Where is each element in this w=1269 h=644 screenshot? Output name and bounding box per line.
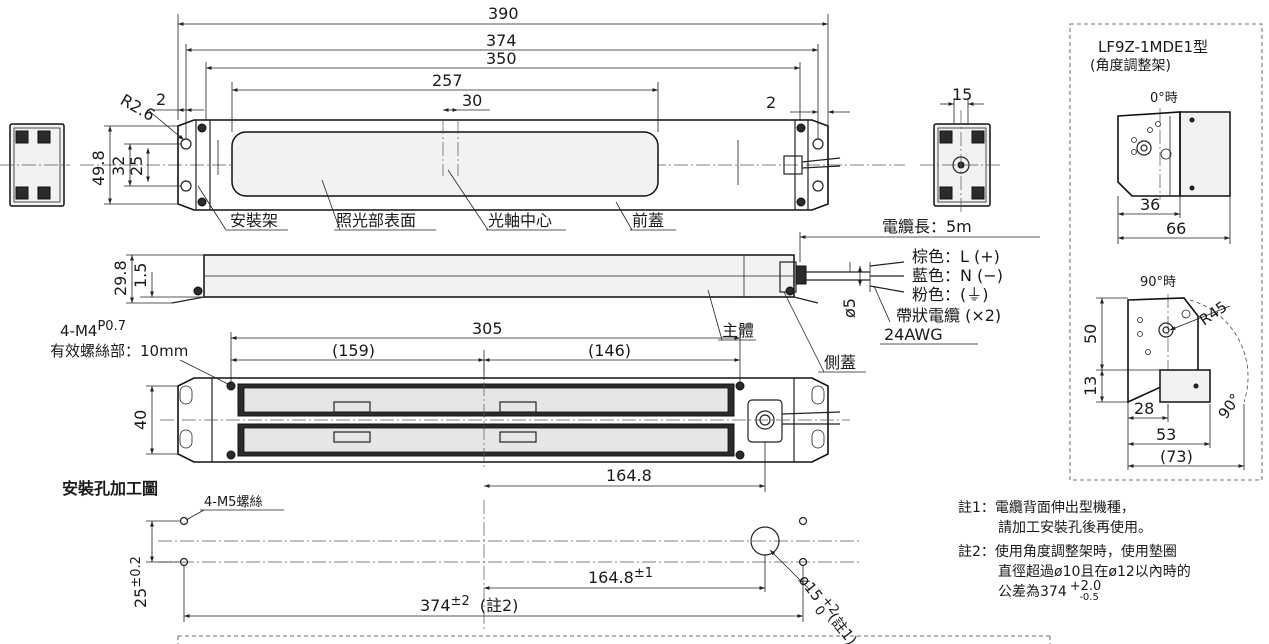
bottom-frame [177,635,1051,644]
front-view: 390 374 350 257 30 2 2 R2.6 [80,4,905,231]
label-surface: 照光部表面 [336,211,416,230]
mount-hole [812,180,824,192]
dim-305: 305 [472,319,503,338]
dim-r26: R2.6 [117,90,158,125]
wire-blue: 藍色：N (−) [912,266,1003,285]
screw-depth: 有效螺絲部：10mm [50,342,188,360]
dim-374: 374 [486,31,517,50]
dim-15: 15 [952,85,972,104]
cable-length: 電纜長：5m [882,217,972,236]
light-window [231,131,659,197]
bottom-view: 4-M4P0.7 有效螺絲部：10mm 305 (159) (146) 40 1… [50,319,850,492]
label-90deg: 90°時 [1140,275,1176,290]
awg: 24AWG [884,325,943,344]
label-side-cover: 側蓋 [824,353,856,372]
dim-257: 257 [432,71,463,90]
dim-66: 66 [1166,219,1186,238]
right-end-view: 15 [920,85,1000,215]
mount-hole [180,180,192,192]
note1-line1: 註1：電纜背面伸出型機種， [958,499,1135,516]
dim-2-left: 2 [156,90,166,109]
dim-32: 32 [109,156,128,176]
dim-28: 28 [1134,399,1154,418]
dim-phi5: ø5 [840,298,859,318]
dim-73: (73) [1160,447,1193,466]
dim-30: 30 [462,91,482,110]
note2-line1: 註2：使用角度調整架時，使用墊圈 [958,543,1177,560]
bracket-subtitle: (角度調整架) [1090,58,1171,74]
dim-164-8-tol: 164.8±1 [588,566,653,587]
mount-hole [180,138,192,150]
label-body: 主體 [722,321,754,340]
dim-hole-15: ø15+20(註1) [790,570,863,644]
dim-53: 53 [1156,425,1176,444]
wire-brown: 棕色：L (+) [912,247,1000,266]
dim-2-right: 2 [766,93,776,112]
side-view: 29.8 1.5 ø5 電纜長：5m 棕色：L (+) 藍色：N (−) 粉色：… [111,217,1040,373]
mount-hole [812,138,824,150]
dim-49-8: 49.8 [89,150,108,186]
dim-13: 13 [1081,376,1100,396]
dim-350: 350 [486,49,517,68]
angle-90: 90° [1215,390,1245,422]
mounting-hole-drawing: 安裝孔加工圖 4-M5螺絲 25±0.2 164.8±1 374±2(註2) ø… [62,479,863,644]
note1-line2: 請加工安裝孔後再使用。 [998,519,1152,536]
dim-25-tol: 25±0.2 [129,556,150,608]
label-0deg: 0°時 [1150,91,1178,106]
note2-line3: 公差為374+2.0-0.5 [998,579,1101,603]
bracket-model: LF9Z-1MDE1型 [1098,38,1208,56]
dim-159: (159) [332,341,375,360]
notes: 註1：電纜背面伸出型機種， 請加工安裝孔後再使用。 註2：使用角度調整架時，使用… [958,499,1191,603]
dim-r45: R45 [1196,298,1231,330]
dim-36: 36 [1140,195,1160,214]
flat-cable: 帶狀電纜 (×2) [896,306,1001,325]
dim-40: 40 [131,410,150,430]
left-end-view [0,123,70,207]
dim-146: (146) [588,341,631,360]
dim-25: 25 [127,156,146,176]
label-axis: 光軸中心 [488,211,552,230]
label-bracket: 安裝架 [230,211,278,230]
label-front-cover: 前蓋 [632,211,664,230]
dim-1-5: 1.5 [131,263,150,288]
dim-374-tol: 374±2(註2) [420,594,518,615]
note2-line2: 直徑超過ø10且在ø12以內時的 [998,563,1191,580]
screw-m4: 4-M4P0.7 [60,319,126,340]
wire-pink: 粉色：(⏚) [912,285,989,304]
dim-164-8: 164.8 [606,466,652,485]
mount-title: 安裝孔加工圖 [62,479,158,498]
dim-50: 50 [1081,324,1100,344]
screw-m5: 4-M5螺絲 [204,495,262,510]
dim-29-8: 29.8 [111,260,130,296]
dim-390: 390 [488,4,519,23]
bracket-panel: LF9Z-1MDE1型 (角度調整架) 0°時 36 66 90°時 [1069,23,1263,481]
